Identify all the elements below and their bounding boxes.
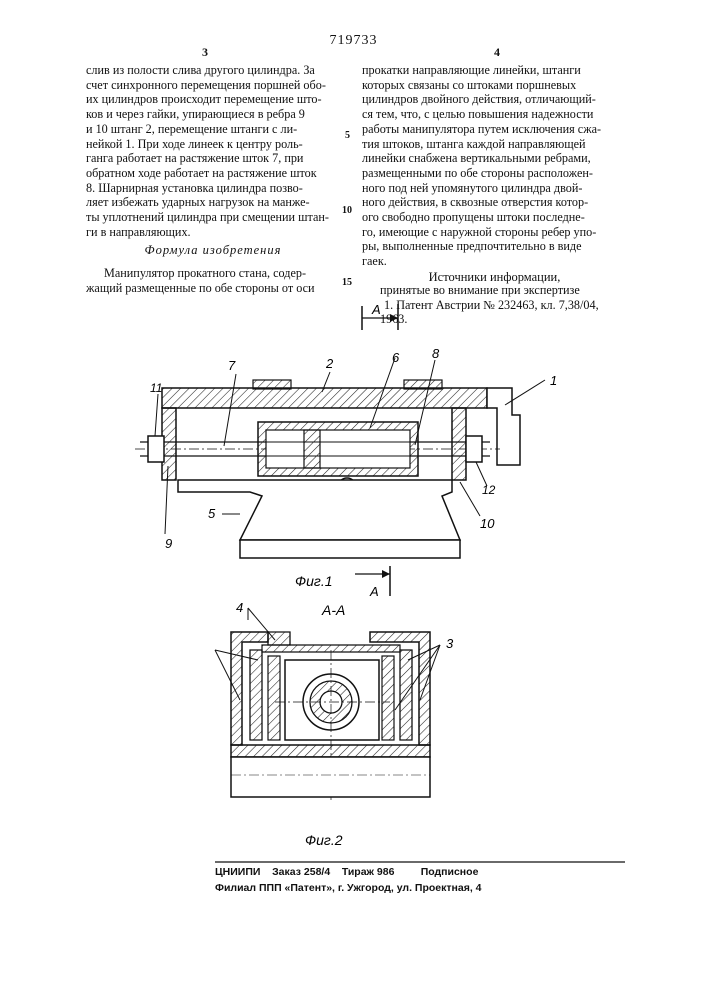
nut-12 <box>466 436 482 462</box>
label-4: 4 <box>236 600 243 615</box>
label-6: 6 <box>392 350 400 365</box>
label-12: 12 <box>482 483 496 497</box>
beam-top <box>162 388 487 408</box>
label-2: 2 <box>325 356 334 371</box>
fig2-caption: Фиг.2 <box>305 832 343 848</box>
label-9: 9 <box>165 536 172 551</box>
cylinder-bore <box>266 430 410 468</box>
fig1-caption: Фиг.1 <box>295 573 333 589</box>
fig2-base-plate <box>231 745 430 757</box>
fig2-section-title: А-А <box>321 602 345 618</box>
rib-10 <box>452 408 466 480</box>
rib-3-right <box>382 656 394 740</box>
base-plate <box>240 540 460 558</box>
base-5 <box>178 480 460 540</box>
label-1: 1 <box>550 373 557 388</box>
label-11: 11 <box>150 381 162 395</box>
pad-left <box>253 380 291 389</box>
pad-right <box>404 380 442 389</box>
label-10: 10 <box>480 516 495 531</box>
piston <box>304 430 320 468</box>
label-5: 5 <box>208 506 216 521</box>
section-marker-letter-bottom: А <box>369 584 379 599</box>
rib-3-left <box>268 656 280 740</box>
section-marker-top: А <box>362 302 398 330</box>
label-8: 8 <box>432 346 440 361</box>
section-marker-bottom: А <box>355 566 390 599</box>
fig2-base <box>231 757 430 797</box>
label-3: 3 <box>446 636 454 651</box>
inner-wall-right <box>400 650 412 740</box>
guide-ruler <box>487 388 520 465</box>
section-marker-letter: А <box>371 302 381 317</box>
label-7: 7 <box>228 358 236 373</box>
footer-line-1: ЦНИИПИ Заказ 258/4 Тираж 986 Подписное <box>215 866 478 878</box>
nut-11 <box>148 436 164 462</box>
inner-wall-left <box>250 650 262 740</box>
footer-line-2: Филиал ППП «Патент», г. Ужгород, ул. Про… <box>215 882 482 894</box>
